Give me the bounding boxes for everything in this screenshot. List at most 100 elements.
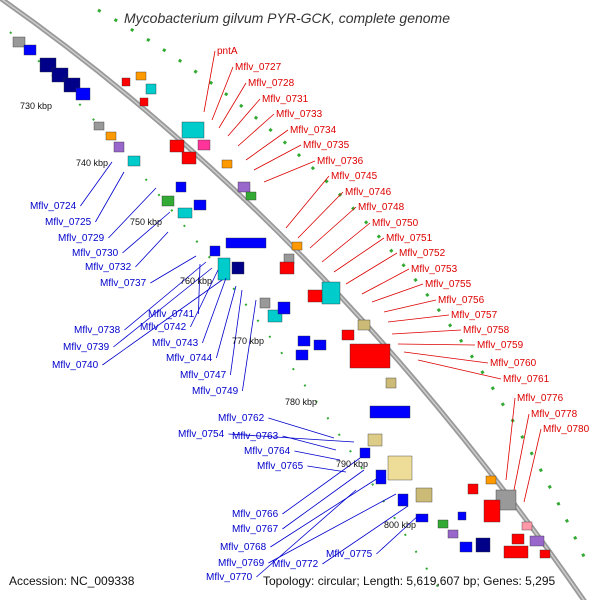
reverse-leader-line: [256, 489, 357, 578]
forward-gene-label: Mflv_0758: [463, 325, 510, 336]
gene-block-43: [385, 377, 397, 389]
forward-gene-label: Mflv_0759: [477, 340, 524, 351]
forward-gene-label: Mflv_0756: [438, 295, 485, 306]
gene-block-15: [197, 139, 211, 151]
reverse-gene-label: Mflv_0768: [220, 542, 267, 553]
forward-gene-label: Mflv_0757: [451, 310, 498, 321]
forward-leader-line: [333, 237, 385, 273]
reverse-gene-label: Mflv_0749: [192, 386, 239, 397]
gene-block-53: [447, 529, 459, 539]
forward-gene-label: Mflv_0727: [235, 62, 282, 73]
forward-leader-line: [513, 413, 530, 491]
forward-leader-line: [237, 113, 275, 147]
gene-block-22: [161, 195, 175, 207]
reverse-leader-line: [268, 493, 397, 564]
reverse-leader-line: [268, 417, 335, 439]
gene-block-59: [483, 499, 501, 523]
gene-block-48: [359, 447, 371, 459]
gene-block-63: [511, 533, 525, 545]
gene-block-16: [169, 139, 185, 153]
forward-leader-line: [387, 314, 450, 323]
genome-summary: Topology: circular; Length: 5,619,607 bp…: [263, 574, 556, 588]
kbp-tick-label: 740 kbp: [76, 158, 108, 168]
gene-block-6: [93, 121, 105, 131]
gene-block-46: [387, 455, 413, 481]
reverse-leader-line: [202, 277, 227, 344]
reverse-gene-label: Mflv_0775: [326, 549, 373, 560]
gene-block-40: [357, 319, 371, 331]
gene-block-51: [415, 513, 429, 523]
reverse-gene-label: Mflv_0729: [58, 233, 105, 244]
kbp-tick-label: 800 kbp: [384, 520, 416, 530]
kbp-tick-label: 790 kbp: [336, 459, 368, 469]
gene-block-5: [75, 87, 91, 101]
reverse-gene-label: Mflv_0766: [232, 509, 279, 520]
reverse-gene-label: Mflv_0741: [148, 309, 195, 320]
forward-gene-label: Mflv_0746: [345, 187, 392, 198]
reverse-leader-line: [108, 187, 157, 239]
gene-block-39: [295, 349, 309, 361]
reverse-gene-label: Mflv_0738: [74, 325, 121, 336]
gene-block-37: [297, 335, 311, 347]
gene-block-64: [503, 545, 529, 559]
gene-block-60: [467, 483, 479, 495]
reverse-gene-labels: Mflv_0724Mflv_0725Mflv_0729Mflv_0730Mflv…: [30, 201, 373, 583]
reverse-leader-line: [322, 505, 409, 565]
forward-gene-label: Mflv_0760: [490, 358, 537, 369]
forward-gene-label: Mflv_0755: [425, 279, 472, 290]
gene-block-50: [397, 493, 409, 507]
gene-block-41: [341, 329, 355, 341]
forward-gene-label: pntA: [217, 46, 238, 57]
reverse-leader-line: [122, 211, 171, 254]
forward-gene-label: Mflv_0752: [399, 248, 446, 259]
reverse-leader-line: [307, 465, 347, 473]
reverse-leader-line: [376, 513, 421, 555]
reverse-gene-label: Mflv_0724: [30, 201, 77, 212]
gene-block-49: [375, 469, 387, 485]
reverse-leader-line: [95, 171, 125, 223]
gene-block-21: [175, 181, 187, 193]
forward-gene-label: Mflv_0780: [543, 424, 590, 435]
forward-leader-line: [253, 144, 302, 171]
gene-block-26: [217, 257, 231, 281]
gene-block-44: [369, 405, 411, 419]
reverse-gene-label: Mflv_0742: [140, 322, 187, 333]
reverse-gene-label: Mflv_0740: [52, 360, 99, 371]
label-leader-lines: [80, 50, 542, 578]
forward-leader-line: [397, 343, 476, 346]
reverse-gene-label: Mflv_0754: [178, 429, 225, 440]
reverse-gene-label: Mflv_0737: [100, 278, 147, 289]
gene-block-36: [277, 301, 291, 315]
reverse-gene-label: Mflv_0769: [218, 558, 265, 569]
forward-gene-labels: pntAMflv_0727Mflv_0728Mflv_0731Mflv_0733…: [217, 46, 590, 435]
gene-block-11: [145, 83, 157, 95]
reverse-leader-line: [294, 450, 341, 461]
forward-gene-label: Mflv_0753: [411, 264, 458, 275]
forward-leader-line: [297, 191, 344, 239]
forward-gene-label: Mflv_0731: [262, 94, 309, 105]
gene-block-55: [475, 537, 491, 553]
gene-block-28: [225, 237, 267, 249]
kbp-tick-label: 770 kbp: [232, 336, 264, 346]
forward-gene-label: Mflv_0778: [531, 409, 578, 420]
forward-leader-line: [263, 160, 316, 183]
reverse-gene-label: Mflv_0732: [85, 262, 132, 273]
forward-gene-label: Mflv_0776: [517, 393, 564, 404]
gene-block-8: [113, 141, 125, 153]
kbp-tick-label: 780 kbp: [285, 397, 317, 407]
reverse-leader-line: [242, 299, 257, 392]
reverse-leader-line: [80, 161, 113, 207]
kbp-tick-label: 730 kbp: [20, 101, 52, 111]
forward-gene-label: Mflv_0728: [248, 78, 295, 89]
forward-leader-line: [345, 252, 398, 285]
map-title: Mycobacterium gilvum PYR-GCK, complete g…: [124, 10, 451, 26]
reverse-leader-line: [282, 469, 365, 530]
reverse-leader-line: [282, 457, 361, 515]
forward-leader-line: [505, 397, 516, 481]
reverse-leader-line: [270, 477, 379, 548]
gene-block-23: [177, 207, 193, 219]
forward-leader-line: [211, 66, 234, 121]
gene-block-1: [23, 44, 37, 56]
forward-leader-line: [361, 268, 410, 295]
